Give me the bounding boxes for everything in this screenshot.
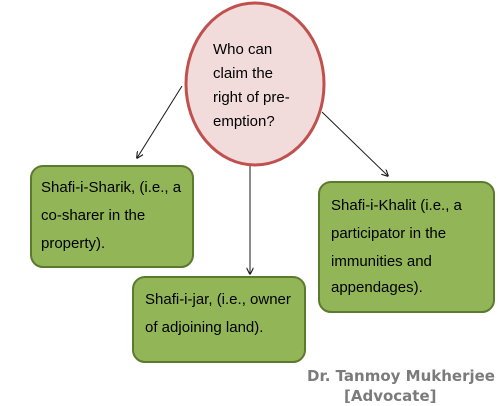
box-khalit-text: Shafi-i-Khalit (i.e., a participator in … (331, 197, 466, 296)
box-jar (132, 276, 306, 363)
question-ellipse (184, 1, 326, 167)
box-khalit (318, 181, 495, 313)
box-line: immunities and (331, 253, 432, 270)
question-line: right of pre- (213, 89, 290, 106)
box-jar-text: Shafi-i-jar, (i.e., owner of adjoining l… (145, 291, 295, 336)
question-line: claim the (213, 65, 273, 82)
question-line: emption? (213, 113, 275, 130)
author-credit-name: Dr. Tanmoy Mukherjee (307, 367, 495, 385)
author-credit-role: [Advocate] (344, 387, 437, 405)
box-line: Shafi-i-jar, (i.e., owner (145, 291, 291, 308)
box-line: appendages). (331, 279, 423, 296)
arrow-to-sharik (137, 85, 183, 158)
question-text: Who can claim the right of pre- emption? (213, 41, 294, 130)
box-line: Shafi-i-Sharik, (i.e., a (41, 179, 182, 196)
box-line: co-sharer in the (41, 207, 145, 224)
box-line: Shafi-i-Khalit (i.e., a (331, 197, 463, 214)
box-line: property). (41, 235, 105, 252)
box-sharik-text: Shafi-i-Sharik, (i.e., a co-sharer in th… (41, 179, 185, 252)
box-line: of adjoining land). (145, 319, 263, 336)
question-line: Who can (213, 41, 272, 58)
arrow-to-khalit (321, 111, 388, 176)
box-sharik (30, 165, 194, 268)
box-line: participator in the (331, 225, 446, 242)
